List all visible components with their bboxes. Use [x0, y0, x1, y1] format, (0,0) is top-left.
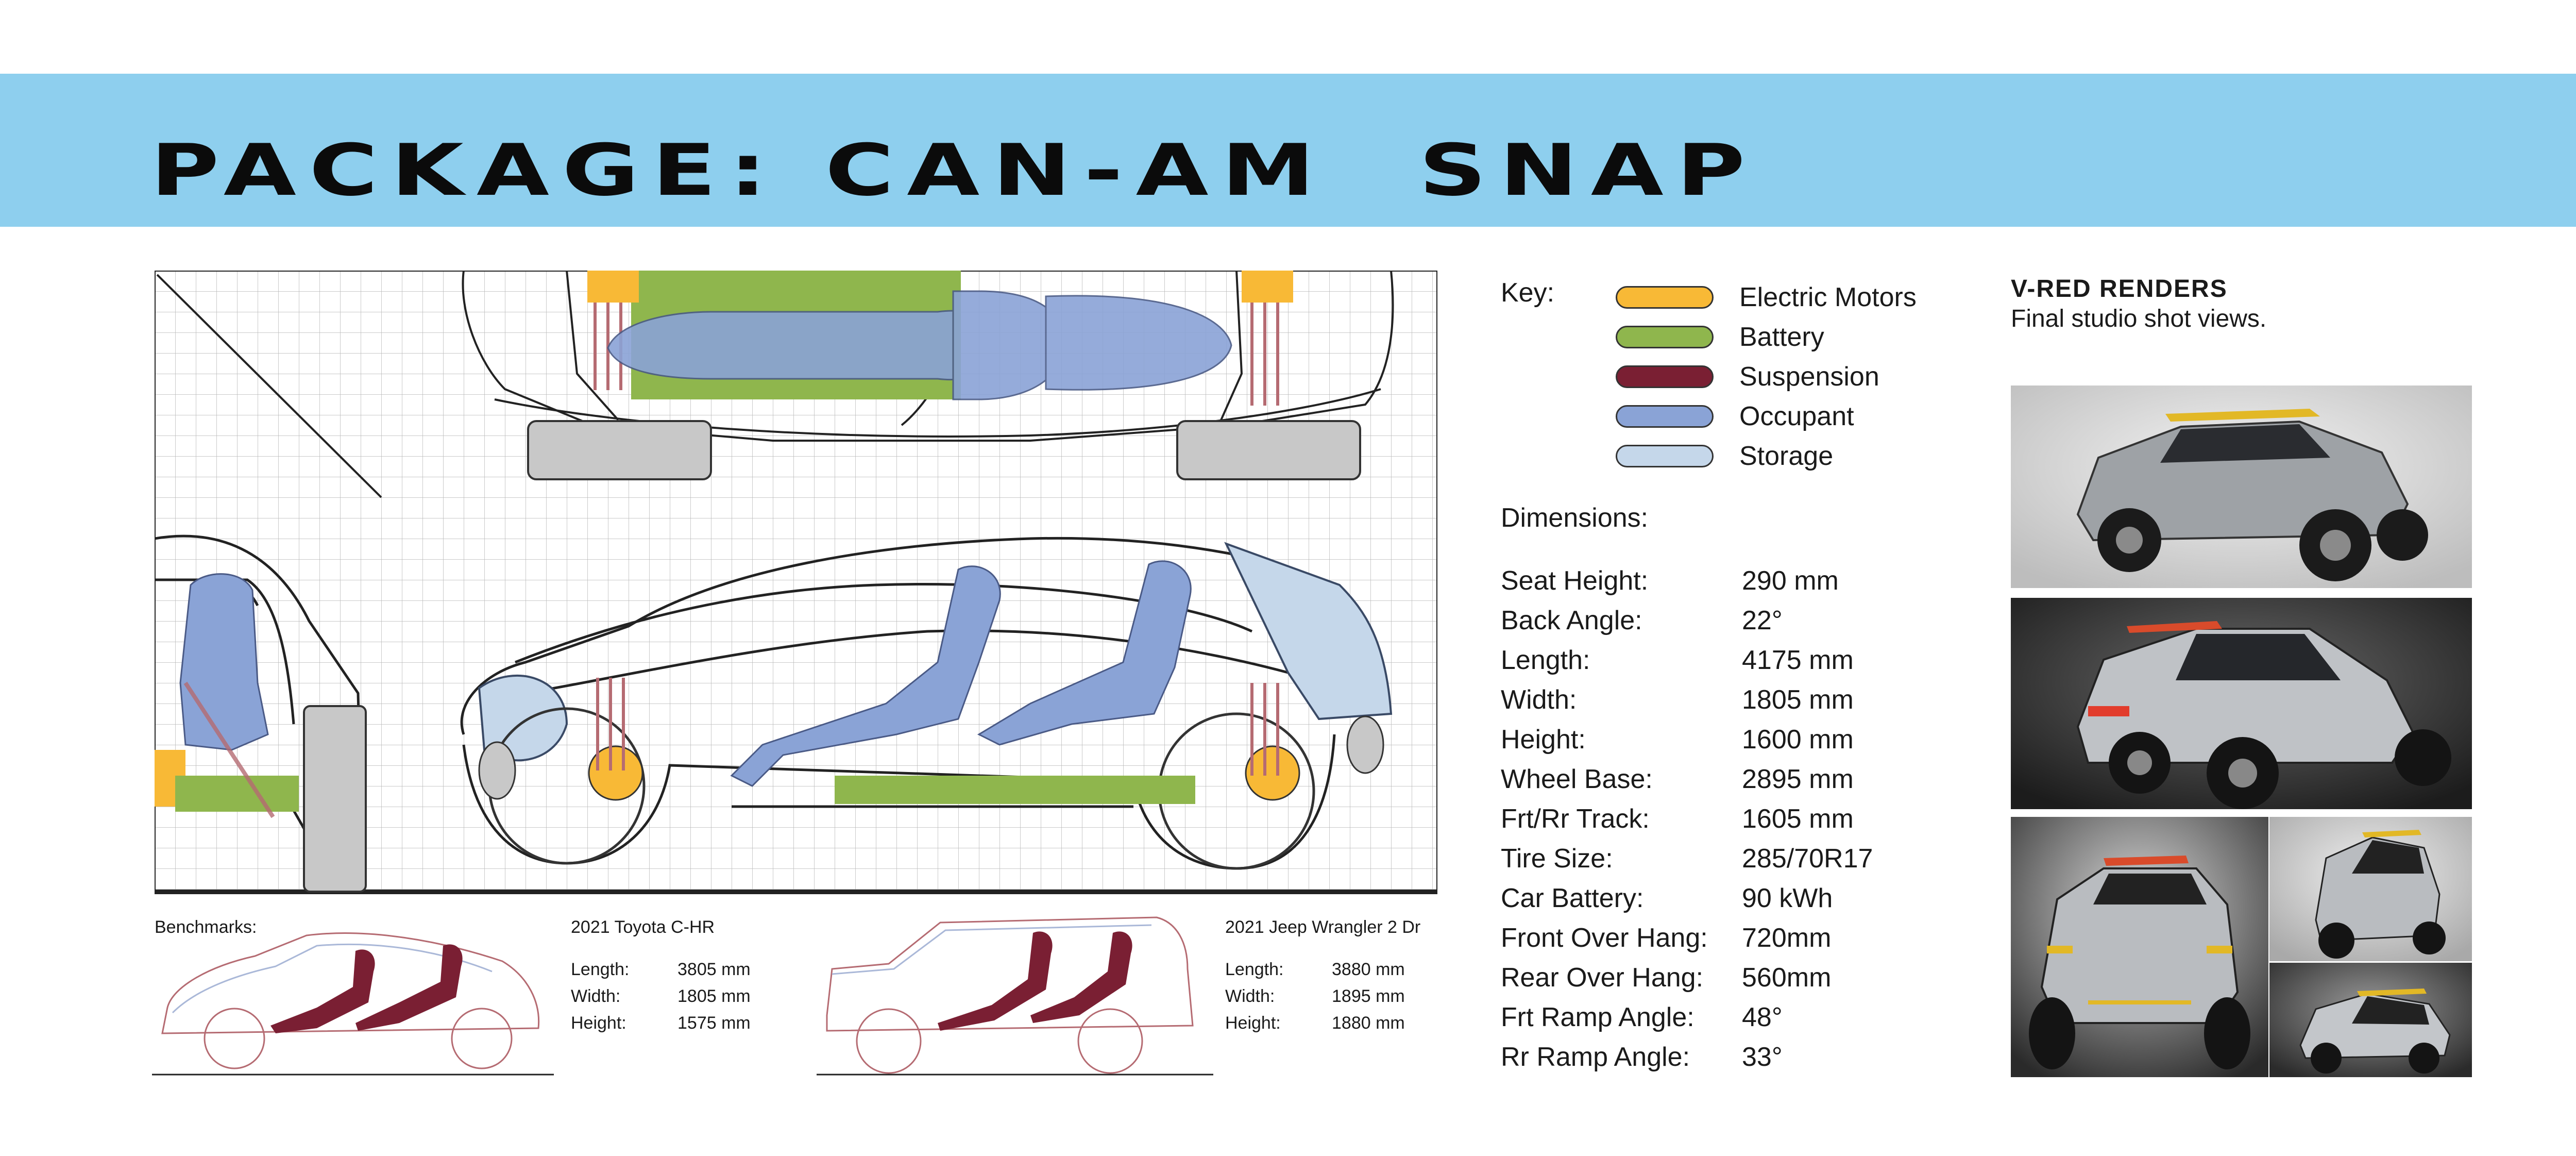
benchmark-car-2-illustration — [817, 916, 1213, 1076]
key-item-occupant: Occupant — [1616, 396, 1917, 436]
top-wheel-front — [527, 420, 712, 480]
floor-battery — [835, 776, 1195, 804]
rear-motor — [1245, 745, 1300, 801]
benchmark-car-1-specs: Length:3805 mm Width:1805 mm Height:1575… — [571, 960, 751, 1033]
top-wheel-rear — [1176, 420, 1361, 480]
dimension-row: Rear Over Hang:560mm — [1501, 962, 1832, 993]
render-image-1 — [2011, 386, 2472, 588]
key-item-storage: Storage — [1616, 436, 1917, 476]
page-title: PACKAGE: CAN-AM SNAP — [150, 129, 1758, 212]
dimension-row: Front Over Hang:720mm — [1501, 923, 1832, 953]
dimension-row: Back Angle:22° — [1501, 605, 1783, 635]
side-suspension — [596, 678, 1279, 776]
dimension-row: Width:1805 mm — [1501, 684, 1854, 715]
dimension-row: Length:4175 mm — [1501, 645, 1854, 675]
front-wheel — [303, 705, 367, 893]
top-occupants — [607, 290, 1232, 400]
key-swatch-suspension — [1616, 365, 1714, 388]
benchmark-car-2-specs: Length:3880 mm Width:1895 mm Height:1880… — [1225, 960, 1405, 1033]
benchmark-car-1-name: 2021 Toyota C-HR — [571, 917, 715, 937]
dimension-row: Height:1600 mm — [1501, 724, 1854, 755]
header-banner — [0, 74, 2576, 227]
key-swatch-occupant — [1616, 405, 1714, 428]
key-swatch-electric-motors — [1616, 286, 1714, 309]
key-swatch-battery — [1616, 325, 1714, 348]
package-diagram — [155, 271, 1437, 894]
key-item-electric-motors: Electric Motors — [1616, 277, 1917, 317]
side-occupants — [730, 560, 1192, 787]
key-title: Key: — [1501, 278, 1555, 308]
rear-storage — [1224, 542, 1393, 721]
side-view — [460, 537, 1344, 870]
key-legend: Electric Motors Battery Suspension Occup… — [1616, 277, 1917, 476]
dimensions-table: Seat Height:290 mm Back Angle:22° Length… — [1501, 561, 1873, 1077]
render-image-4 — [2269, 817, 2472, 961]
benchmarks-label: Benchmarks: — [155, 917, 257, 937]
dimension-row: Wheel Base:2895 mm — [1501, 764, 1854, 794]
render-image-3 — [2011, 817, 2268, 1077]
dimension-row: Tire Size:285/70R17 — [1501, 843, 1873, 874]
benchmark-car-1-illustration — [152, 932, 554, 1076]
dimension-row: Seat Height:290 mm — [1501, 565, 1839, 596]
dimension-row: Car Battery:90 kWh — [1501, 883, 1833, 913]
render-image-2 — [2011, 598, 2472, 809]
key-item-suspension: Suspension — [1616, 357, 1917, 396]
benchmark-car-2-name: 2021 Jeep Wrangler 2 Dr — [1225, 917, 1421, 937]
render-image-5 — [2269, 963, 2472, 1077]
dimension-row: Rr Ramp Angle:33° — [1501, 1042, 1783, 1072]
renders-subtitle: Final studio shot views. — [2011, 305, 2267, 332]
key-item-battery: Battery — [1616, 317, 1917, 357]
renders-title: V-RED RENDERS — [2011, 275, 2228, 303]
dimensions-title: Dimensions: — [1501, 503, 1649, 533]
key-swatch-storage — [1616, 444, 1714, 467]
dimension-row: Frt Ramp Angle:48° — [1501, 1002, 1783, 1032]
dimension-row: Frt/Rr Track:1605 mm — [1501, 803, 1854, 834]
front-motor — [588, 745, 643, 801]
